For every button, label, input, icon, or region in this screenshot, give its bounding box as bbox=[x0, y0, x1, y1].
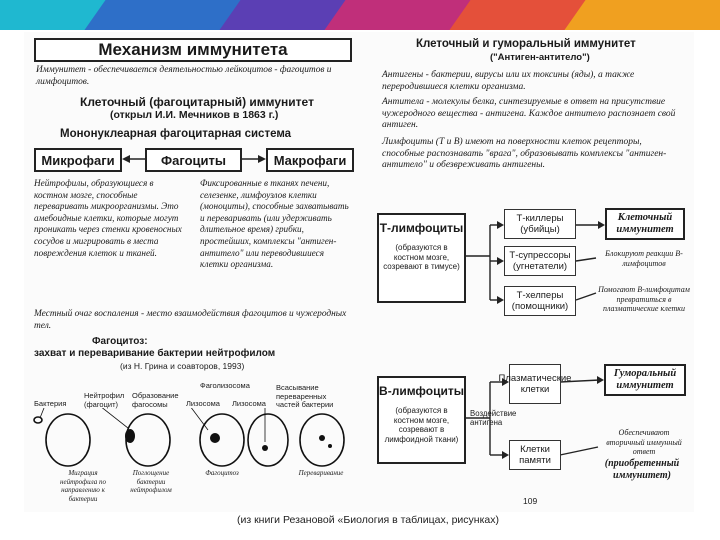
t-lymphocytes-title: Т-лимфоциты bbox=[379, 221, 464, 235]
fig-caption-absorption: Поглощение бактерии нейтрофилом bbox=[130, 469, 172, 495]
fig-caption-migration: Миграция нейтрофила по направлению к бак… bbox=[60, 469, 106, 503]
immunity-definition: Иммунитет - обеспечивается деятельностью… bbox=[36, 65, 332, 87]
fig-caption-phagocytosis: Фагоцитоз bbox=[205, 469, 239, 477]
fig-label-phagosome: Образование фагосомы bbox=[132, 391, 179, 409]
right-title: Клеточный и гуморальный иммунитет bbox=[416, 38, 636, 50]
b-lymphocytes-box: В-лимфоциты (образуются в костном мозге,… bbox=[377, 376, 466, 464]
microphages-label: Микрофаги bbox=[41, 152, 115, 168]
fig-label-phagolysosome: Фаголизосома bbox=[200, 381, 250, 390]
help-b-note: Помогают В-лимфоцитам превратиться в пла… bbox=[598, 285, 690, 313]
antigens-definition: Антигены - бактерии, вирусы или их токси… bbox=[382, 70, 635, 92]
phagocytes-label: Фагоциты bbox=[161, 152, 226, 168]
t-lymphocytes-box: Т-лимфоциты (образуются в костном мозге,… bbox=[377, 213, 466, 303]
fig-label-absorption: Всасывание переваренных частей бактерии bbox=[276, 383, 334, 410]
plasma-cells-label: Плазматические клетки bbox=[498, 373, 572, 395]
mononuclear-system-heading: Мононуклеарная фагоцитарная система bbox=[60, 128, 292, 140]
microphages-box: Микрофаги bbox=[34, 148, 122, 172]
t-suppressors-label: Т-супрессоры (угнетатели) bbox=[509, 250, 571, 272]
fig-label-lysosome-1: Лизосома bbox=[186, 399, 220, 408]
right-subtitle: ("Антиген-антитело") bbox=[490, 52, 590, 63]
humoral-immunity-box: Гуморальный иммунитет bbox=[604, 364, 686, 396]
antibodies-definition: Антитела - молекулы белка, синтезируемые… bbox=[382, 97, 676, 131]
acquired-immunity-label: (приобретенный иммунитет) bbox=[604, 458, 680, 481]
cellular-immunity-label: Клеточный иммунитет bbox=[616, 212, 674, 235]
cellular-immunity-subtitle: (открыл И.И. Мечников в 1863 г.) bbox=[110, 109, 279, 121]
plasma-cells-box: Плазматические клетки bbox=[499, 364, 571, 404]
fig-label-neutrophil: Нейтрофил (фагоцит) bbox=[84, 391, 125, 409]
source-caption: (из книги Резановой «Биология в таблицах… bbox=[237, 514, 499, 526]
microphages-description: Нейтрофилы, образующиеся в костном мозге… bbox=[34, 178, 182, 258]
cellular-immunity-box: Клеточный иммунитет bbox=[605, 208, 685, 240]
t-killers-box: Т-киллеры (убийцы) bbox=[504, 209, 576, 239]
left-title: Механизм иммунитета bbox=[98, 40, 288, 59]
phagocytes-box: Фагоциты bbox=[145, 148, 242, 172]
cellular-immunity-heading: Клеточный (фагоцитарный) иммунитет bbox=[80, 95, 314, 109]
macrophages-label: Макрофаги bbox=[273, 152, 347, 168]
phagocytosis-illustration bbox=[33, 408, 345, 467]
phagocytosis-title: Фагоцитоз: bbox=[92, 336, 148, 347]
t-suppressors-box: Т-супрессоры (угнетатели) bbox=[504, 246, 576, 276]
memory-cells-label: Клетки памяти bbox=[519, 444, 551, 466]
t-killers-label: Т-киллеры (убийцы) bbox=[516, 213, 564, 235]
b-lymphocytes-title: В-лимфоциты bbox=[379, 384, 464, 398]
block-b-note: Блокируют реакции В-лимфоцитов bbox=[605, 249, 683, 268]
fig-caption-digestion: Переваривание bbox=[298, 469, 344, 477]
scanned-page bbox=[24, 32, 694, 512]
t-helpers-box: Т-хелперы (помощники) bbox=[504, 286, 576, 316]
left-title-box: Механизм иммунитета bbox=[34, 38, 352, 62]
humoral-immunity-label: Гуморальный иммунитет bbox=[613, 368, 677, 391]
b-lymphocytes-origin: (образуются в костном мозге, созревают в… bbox=[384, 406, 459, 444]
fig-label-bacterium: Бактерия bbox=[34, 399, 67, 408]
secondary-response-note: Обеспечивают вторичный иммунный ответ bbox=[606, 428, 682, 456]
memory-cells-box: Клетки памяти bbox=[509, 440, 561, 470]
macrophages-description: Фиксированные в тканях печени, селезенке… bbox=[200, 178, 349, 270]
t-lymphocytes-origin: (образуются в костном мозге, созревают в… bbox=[383, 243, 460, 271]
fig-label-lysosome-2: Лизосома bbox=[232, 399, 266, 408]
macrophages-box: Макрофаги bbox=[266, 148, 354, 172]
page-number: 109 bbox=[523, 496, 538, 506]
t-helpers-label: Т-хелперы (помощники) bbox=[511, 290, 569, 312]
lymphocytes-definition: Лимфоциты (Т и В) имеют на поверхности к… bbox=[382, 137, 667, 171]
local-inflammation-text: Местный очаг воспаления - место взаимоде… bbox=[34, 309, 347, 331]
antigen-action-label: Воздействие антигена bbox=[470, 409, 517, 427]
phagocytosis-subtitle: захват и переваривание бактерии нейтрофи… bbox=[34, 348, 276, 359]
phagocytosis-source: (из Н. Грина и соавторов, 1993) bbox=[120, 361, 245, 371]
